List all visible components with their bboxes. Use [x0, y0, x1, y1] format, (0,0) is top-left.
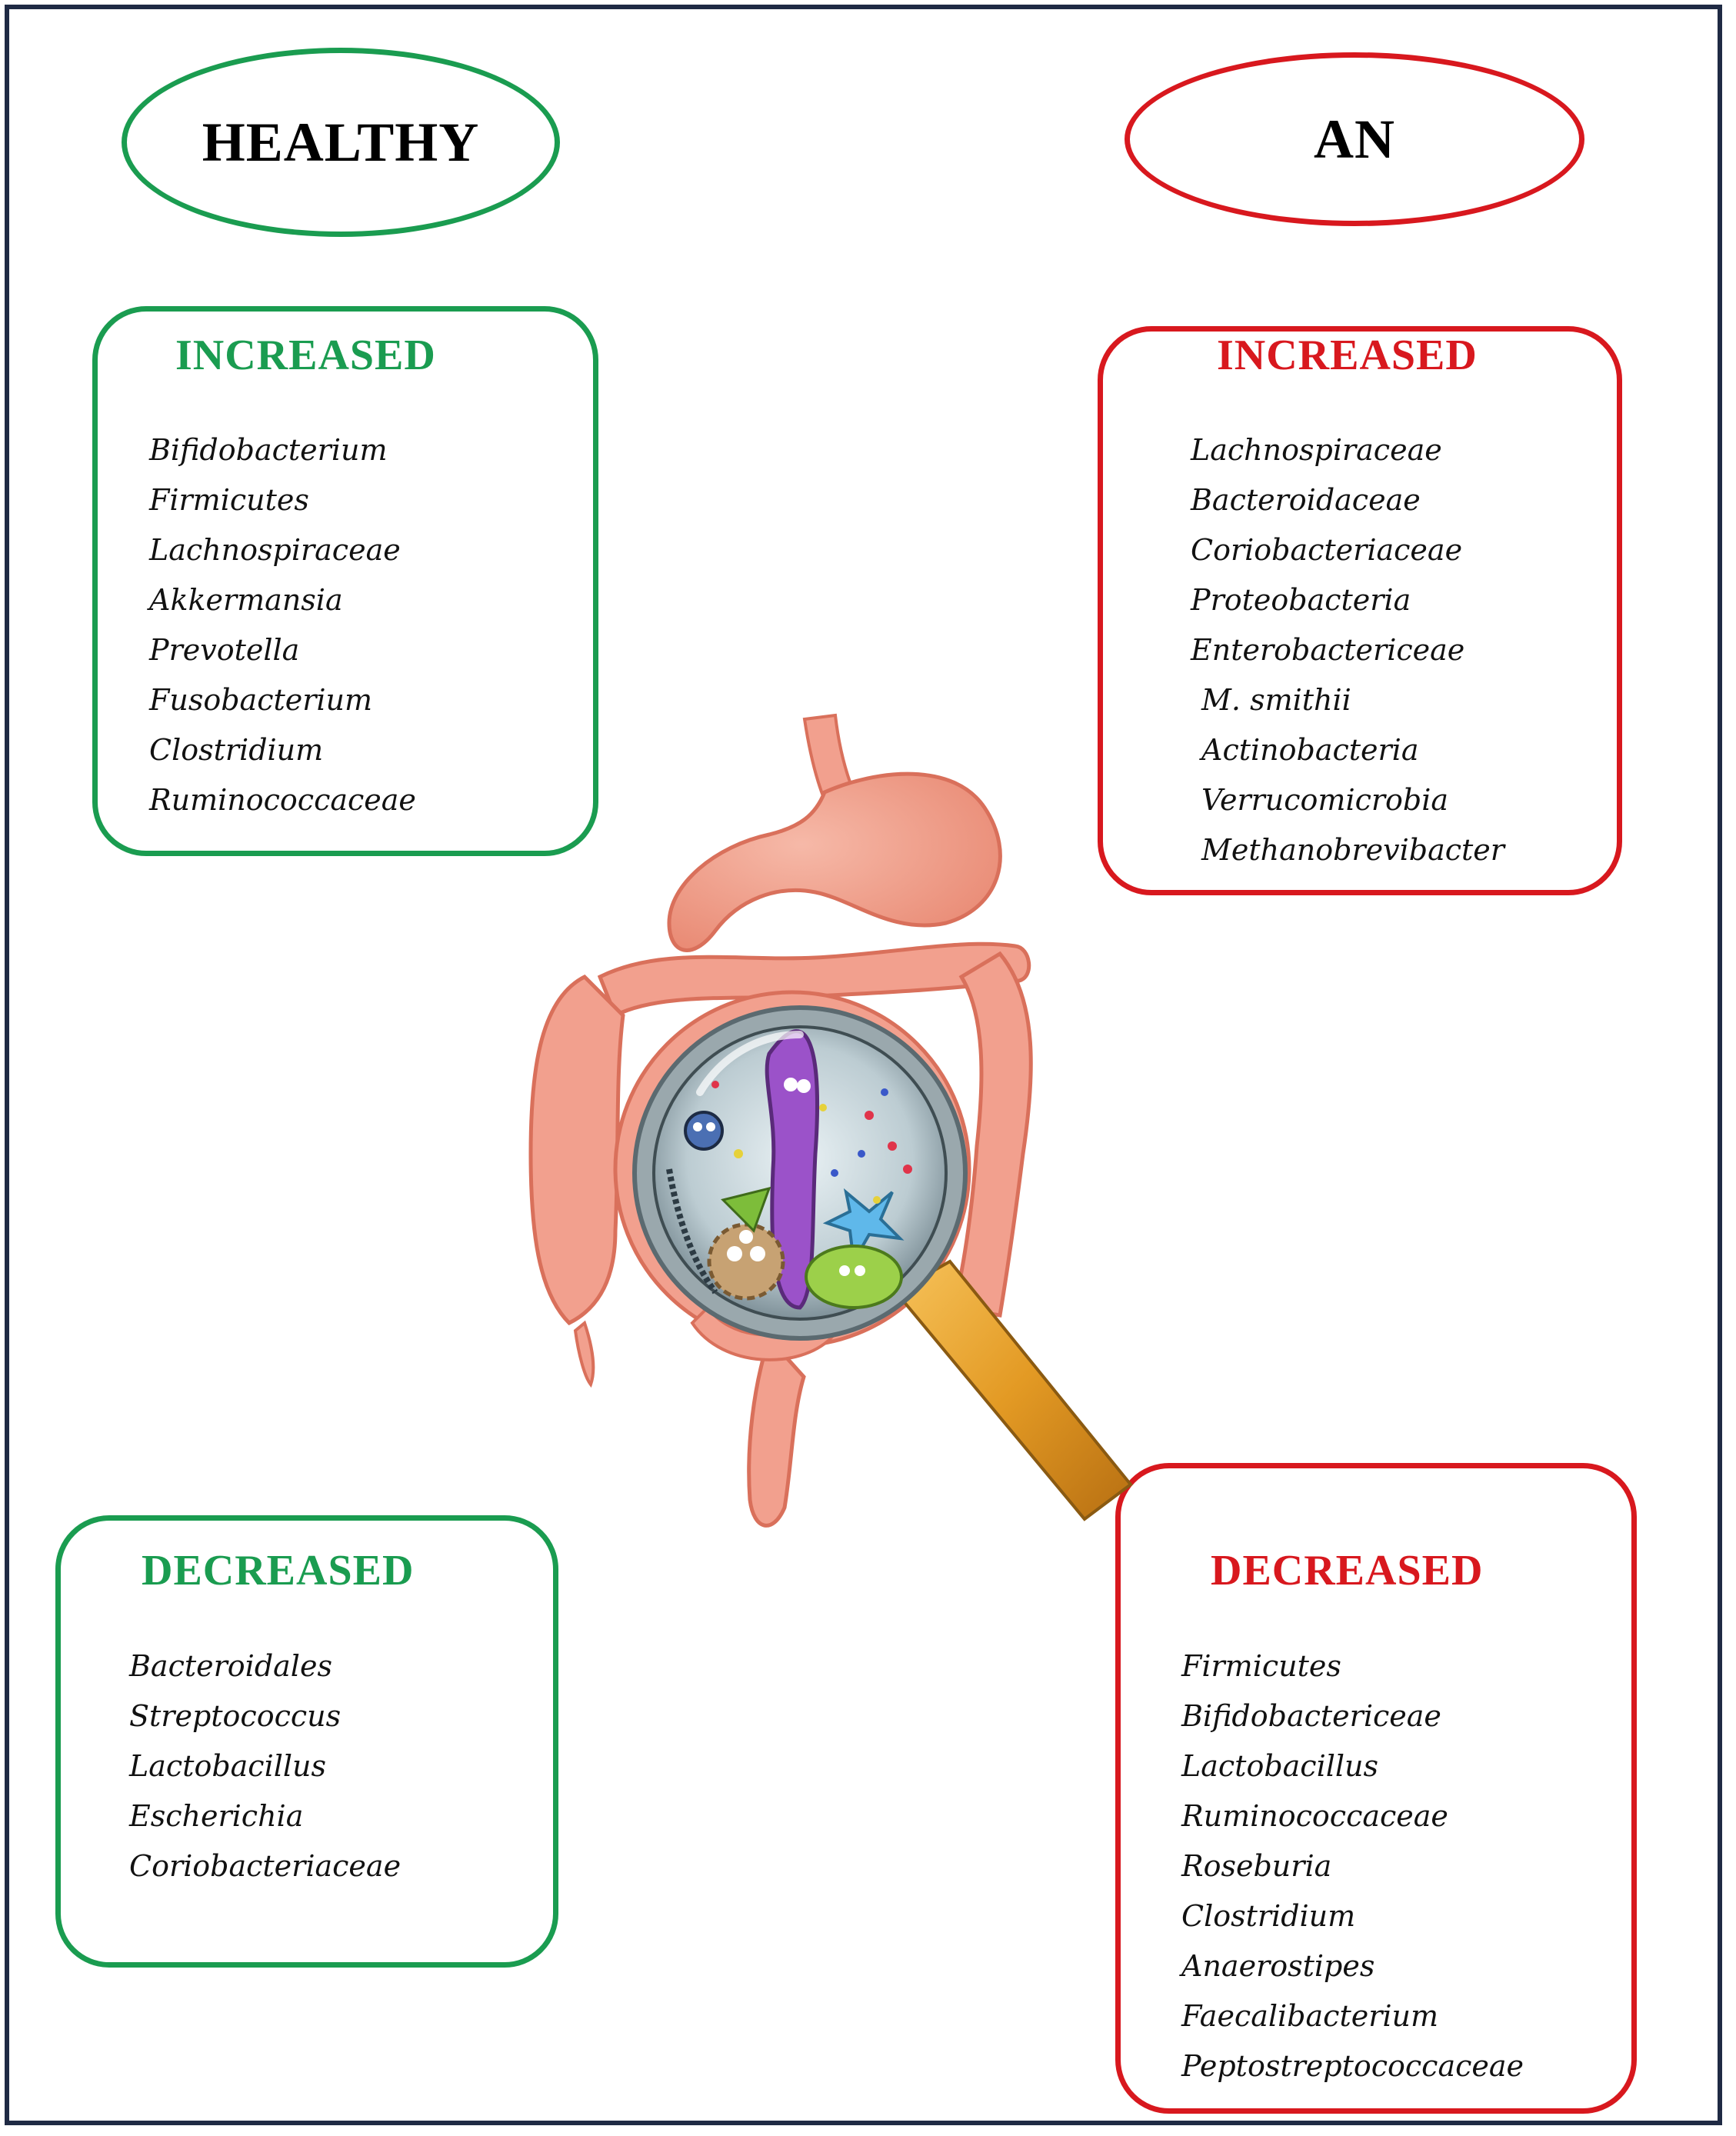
- list-item: Enterobactericeae: [1191, 633, 1465, 667]
- list-item: Roseburia: [1181, 1849, 1332, 1883]
- list-item: Bacteroidaceae: [1191, 483, 1421, 517]
- list-item: Ruminococcaceae: [149, 783, 416, 817]
- list-item: Firmicutes: [149, 483, 309, 517]
- list-item: Bifidobactericeae: [1181, 1699, 1441, 1733]
- healthy-label: HEALTHY: [202, 111, 480, 173]
- list-item: Coriobacteriaceae: [129, 1849, 402, 1883]
- an-increased-list: Lachnospiraceae Bacteroidaceae Coriobact…: [1191, 425, 1504, 875]
- an-decreased-box: [1115, 1463, 1637, 2114]
- list-item: Ruminococcaceae: [1181, 1799, 1448, 1833]
- list-item: Prevotella: [149, 633, 300, 667]
- figure-frame: [5, 5, 1722, 2125]
- healthy-decreased-list: Bacteroidales Streptococcus Lactobacillu…: [129, 1641, 401, 1891]
- an-decreased-list: Firmicutes Bifidobactericeae Lactobacill…: [1181, 1641, 1524, 2091]
- healthy-decreased-box: [55, 1515, 558, 1968]
- list-item: Lachnospiraceae: [149, 533, 401, 567]
- list-item: Clostridium: [149, 733, 324, 767]
- an-increased-title: INCREASED: [1217, 332, 1478, 379]
- list-item: Firmicutes: [1181, 1649, 1341, 1683]
- list-item: Lactobacillus: [1181, 1749, 1379, 1783]
- list-item: Faecalibacterium: [1181, 1999, 1439, 2033]
- an-label: AN: [1314, 108, 1395, 170]
- list-item: Fusobacterium: [149, 683, 373, 717]
- list-item: Bifidobacterium: [149, 433, 388, 467]
- list-item: Lactobacillus: [129, 1749, 327, 1783]
- list-item: Bacteroidales: [129, 1649, 332, 1683]
- list-item: Clostridium: [1181, 1899, 1356, 1933]
- list-item: Verrucomicrobia: [1201, 783, 1449, 817]
- list-item: Lachnospiraceae: [1191, 433, 1442, 467]
- list-item: Akkermansia: [149, 583, 343, 617]
- an-decreased-title: DECREASED: [1211, 1547, 1484, 1595]
- list-item: Streptococcus: [129, 1699, 342, 1733]
- an-label-ellipse: AN: [1125, 52, 1584, 226]
- list-item: Methanobrevibacter: [1201, 833, 1504, 867]
- healthy-increased-list: Bifidobacterium Firmicutes Lachnospirace…: [149, 425, 416, 825]
- list-item: Coriobacteriaceae: [1191, 533, 1463, 567]
- healthy-increased-title: INCREASED: [175, 332, 436, 379]
- healthy-label-ellipse: HEALTHY: [122, 48, 560, 237]
- list-item: Actinobacteria: [1201, 733, 1419, 767]
- list-item: Anaerostipes: [1181, 1949, 1375, 1983]
- list-item: Peptostreptococcaceae: [1181, 2049, 1524, 2083]
- healthy-increased-box: [92, 306, 598, 856]
- healthy-decreased-title: DECREASED: [142, 1547, 415, 1595]
- an-increased-box: [1098, 326, 1622, 895]
- list-item: M. smithii: [1201, 683, 1351, 717]
- list-item: Proteobacteria: [1191, 583, 1411, 617]
- list-item: Escherichia: [129, 1799, 304, 1833]
